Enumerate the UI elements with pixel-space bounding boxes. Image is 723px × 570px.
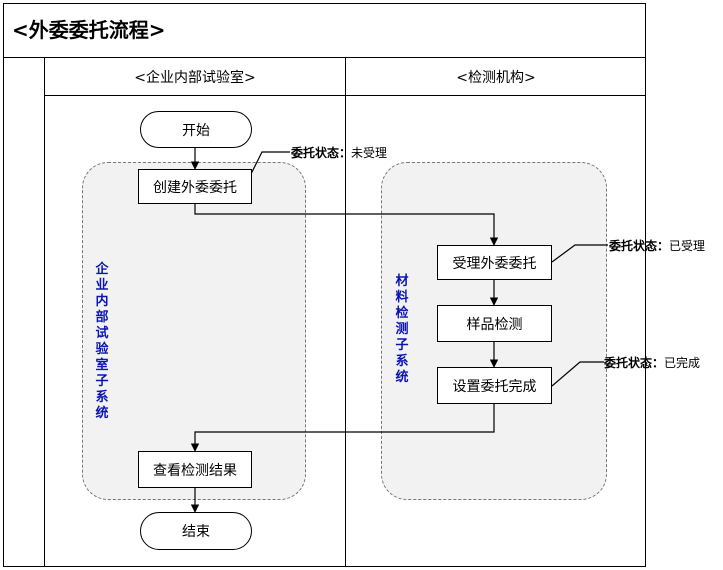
callout-completed bbox=[551, 361, 604, 387]
set-commission-complete-node: 设置委托完成 bbox=[437, 367, 552, 404]
status-annotation-accepted: 委托状态：已受理 bbox=[609, 237, 705, 254]
status-value: 已受理 bbox=[669, 239, 706, 253]
diagram-title: <外委委托流程> bbox=[12, 18, 166, 42]
status-value: 未受理 bbox=[351, 146, 388, 160]
material-testing-subsystem-label: 材料检测子系统 bbox=[395, 274, 409, 385]
pool-left-border bbox=[44, 57, 45, 567]
title-divider bbox=[3, 57, 646, 58]
lane-title-testing-agency: <检测机构> bbox=[456, 70, 536, 86]
end-node: 结束 bbox=[140, 512, 252, 550]
lane-title-internal-lab: <企业内部试验室> bbox=[134, 70, 256, 86]
flow-create-to-accept bbox=[194, 204, 499, 246]
sample-testing-node: 样品检测 bbox=[437, 305, 552, 342]
start-node: 开始 bbox=[140, 111, 252, 148]
view-test-result-node: 查看检测结果 bbox=[138, 451, 252, 488]
diagram-frame bbox=[3, 3, 646, 567]
callout-unaccepted bbox=[249, 151, 290, 177]
accept-outsourcing-commission-node: 受理外委委托 bbox=[437, 245, 552, 280]
create-outsourcing-commission-node: 创建外委委托 bbox=[138, 169, 252, 204]
internal-lab-subsystem-label: 企业内部试验室子系统 bbox=[95, 262, 109, 421]
status-label: 委托状态： bbox=[291, 146, 352, 160]
status-label: 委托状态： bbox=[609, 239, 670, 253]
flow-complete-to-view bbox=[190, 404, 495, 452]
status-annotation-completed: 委托状态：已完成 bbox=[604, 354, 700, 371]
callout-accepted bbox=[551, 244, 608, 263]
status-annotation-unaccepted: 委托状态：未受理 bbox=[291, 144, 387, 161]
lane-divider bbox=[345, 57, 346, 567]
status-value: 已完成 bbox=[664, 356, 701, 370]
status-label: 委托状态： bbox=[604, 356, 665, 370]
